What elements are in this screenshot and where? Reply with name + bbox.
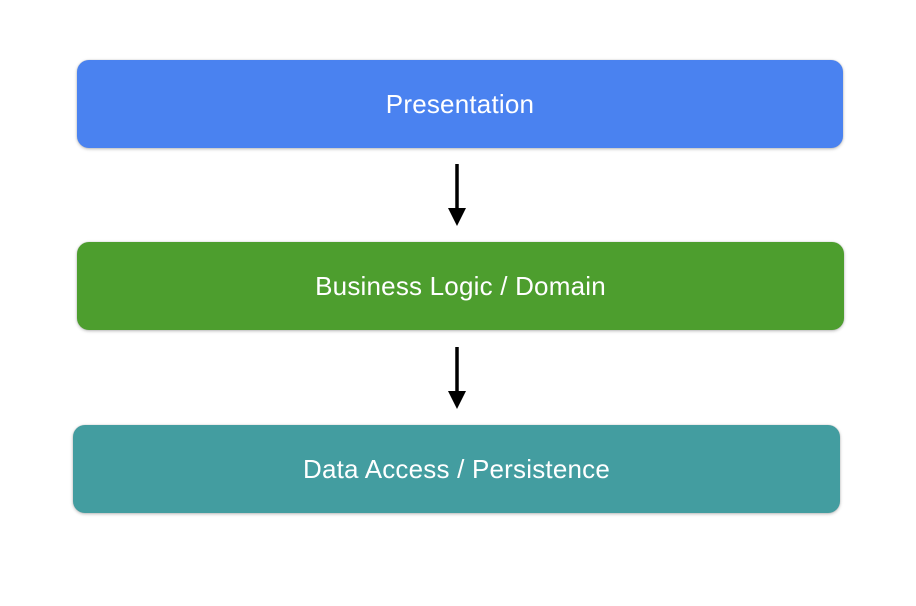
layer-box-presentation: Presentation xyxy=(77,60,843,148)
layer-box-data-access: Data Access / Persistence xyxy=(73,425,840,513)
layer-label-data-access: Data Access / Persistence xyxy=(302,453,611,484)
layer-box-business-logic: Business Logic / Domain xyxy=(77,242,844,330)
down-arrow-icon xyxy=(448,347,466,409)
layer-label-presentation: Presentation xyxy=(385,88,535,119)
layer-label-business-logic: Business Logic / Domain xyxy=(315,270,606,301)
down-arrow-icon xyxy=(448,164,466,226)
